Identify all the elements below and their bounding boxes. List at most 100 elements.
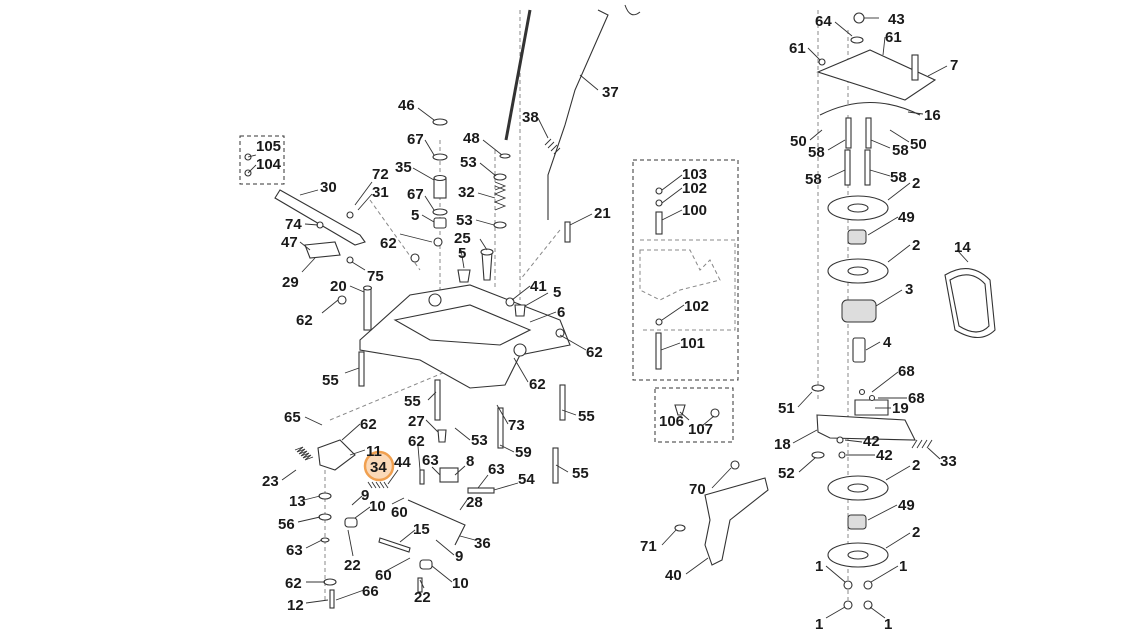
part-label-54[interactable]: 54 [518,471,535,488]
part-label-8[interactable]: 8 [466,453,474,470]
part-label-33[interactable]: 33 [940,453,957,470]
part-label-49[interactable]: 49 [898,497,915,514]
part-label-9[interactable]: 9 [455,548,463,565]
part-label-16[interactable]: 16 [924,107,941,124]
part-label-66[interactable]: 66 [362,583,379,600]
part-label-20[interactable]: 20 [330,278,347,295]
part-label-49[interactable]: 49 [898,209,915,226]
part-label-2[interactable]: 2 [912,524,920,541]
part-label-29[interactable]: 29 [282,274,299,291]
part-label-12[interactable]: 12 [287,597,304,614]
part-label-1[interactable]: 1 [815,558,823,575]
part-label-106[interactable]: 106 [659,413,684,430]
part-label-5[interactable]: 5 [411,207,419,224]
part-label-59[interactable]: 59 [515,444,532,461]
part-label-62[interactable]: 62 [285,575,302,592]
part-label-2[interactable]: 2 [912,175,920,192]
part-label-6[interactable]: 6 [557,304,565,321]
part-label-72[interactable]: 72 [372,166,389,183]
part-label-102[interactable]: 102 [682,180,707,197]
part-label-56[interactable]: 56 [278,516,295,533]
part-label-1[interactable]: 1 [899,558,907,575]
part-label-62[interactable]: 62 [296,312,313,329]
part-label-2[interactable]: 2 [912,457,920,474]
part-label-62[interactable]: 62 [380,235,397,252]
part-label-102[interactable]: 102 [684,298,709,315]
part-label-7[interactable]: 7 [950,57,958,74]
part-label-40[interactable]: 40 [665,567,682,584]
part-label-101[interactable]: 101 [680,335,705,352]
part-label-62[interactable]: 62 [360,416,377,433]
part-label-1[interactable]: 1 [815,616,823,633]
part-label-1[interactable]: 1 [884,616,892,633]
part-label-50[interactable]: 50 [910,136,927,153]
part-label-2[interactable]: 2 [912,237,920,254]
part-label-70[interactable]: 70 [689,481,706,498]
part-label-103[interactable]: 103 [682,166,707,183]
part-label-5[interactable]: 5 [553,284,561,301]
part-label-50[interactable]: 50 [790,133,807,150]
part-label-36[interactable]: 36 [474,535,491,552]
part-label-10[interactable]: 10 [452,575,469,592]
part-label-18[interactable]: 18 [774,436,791,453]
part-label-3[interactable]: 3 [905,281,913,298]
part-label-64[interactable]: 64 [815,13,832,30]
part-label-41[interactable]: 41 [530,278,547,295]
part-label-13[interactable]: 13 [289,493,306,510]
part-label-53[interactable]: 53 [471,432,488,449]
part-label-68[interactable]: 68 [908,390,925,407]
part-label-28[interactable]: 28 [466,494,483,511]
part-label-53[interactable]: 53 [456,212,473,229]
part-label-67[interactable]: 67 [407,186,424,203]
part-label-37[interactable]: 37 [602,84,619,101]
part-label-51[interactable]: 51 [778,400,795,417]
part-label-105[interactable]: 105 [256,138,281,155]
part-label-52[interactable]: 52 [778,465,795,482]
part-label-30[interactable]: 30 [320,179,337,196]
part-label-61[interactable]: 61 [789,40,806,57]
part-label-62[interactable]: 62 [529,376,546,393]
part-label-75[interactable]: 75 [367,268,384,285]
part-label-53[interactable]: 53 [460,154,477,171]
part-label-42[interactable]: 42 [876,447,893,464]
part-label-55[interactable]: 55 [572,465,589,482]
part-label-104[interactable]: 104 [256,156,282,173]
part-label-58[interactable]: 58 [890,169,907,186]
part-label-38[interactable]: 38 [522,109,539,126]
part-label-42[interactable]: 42 [863,433,880,450]
part-label-27[interactable]: 27 [408,413,425,430]
part-label-60[interactable]: 60 [375,567,392,584]
part-label-58[interactable]: 58 [892,142,909,159]
part-label-15[interactable]: 15 [413,521,430,538]
part-label-67[interactable]: 67 [407,131,424,148]
part-label-73[interactable]: 73 [508,417,525,434]
part-label-61[interactable]: 61 [885,29,902,46]
part-label-47[interactable]: 47 [281,234,298,251]
part-label-23[interactable]: 23 [262,473,279,490]
part-label-55[interactable]: 55 [404,393,421,410]
part-label-100[interactable]: 100 [682,202,707,219]
part-label-22[interactable]: 22 [344,557,361,574]
part-label-46[interactable]: 46 [398,97,415,114]
part-label-11[interactable]: 11 [366,443,382,460]
part-label-60[interactable]: 60 [391,504,408,521]
part-label-44[interactable]: 44 [394,454,411,471]
part-label-25[interactable]: 25 [454,230,471,247]
part-label-34[interactable]: 34 [370,459,387,476]
part-label-63[interactable]: 63 [488,461,505,478]
part-label-21[interactable]: 21 [594,205,611,222]
part-label-58[interactable]: 58 [808,144,825,161]
part-label-10[interactable]: 10 [369,498,386,515]
part-label-43[interactable]: 43 [888,11,905,28]
part-label-48[interactable]: 48 [463,130,480,147]
part-label-65[interactable]: 65 [284,409,301,426]
part-label-9[interactable]: 9 [361,487,369,504]
part-label-14[interactable]: 14 [954,239,971,256]
part-label-31[interactable]: 31 [372,184,389,201]
part-label-22[interactable]: 22 [414,589,431,606]
part-label-35[interactable]: 35 [395,159,412,176]
part-label-19[interactable]: 19 [892,400,909,417]
part-label-58[interactable]: 58 [805,171,822,188]
part-label-62[interactable]: 62 [586,344,603,361]
part-label-5[interactable]: 5 [458,245,466,262]
